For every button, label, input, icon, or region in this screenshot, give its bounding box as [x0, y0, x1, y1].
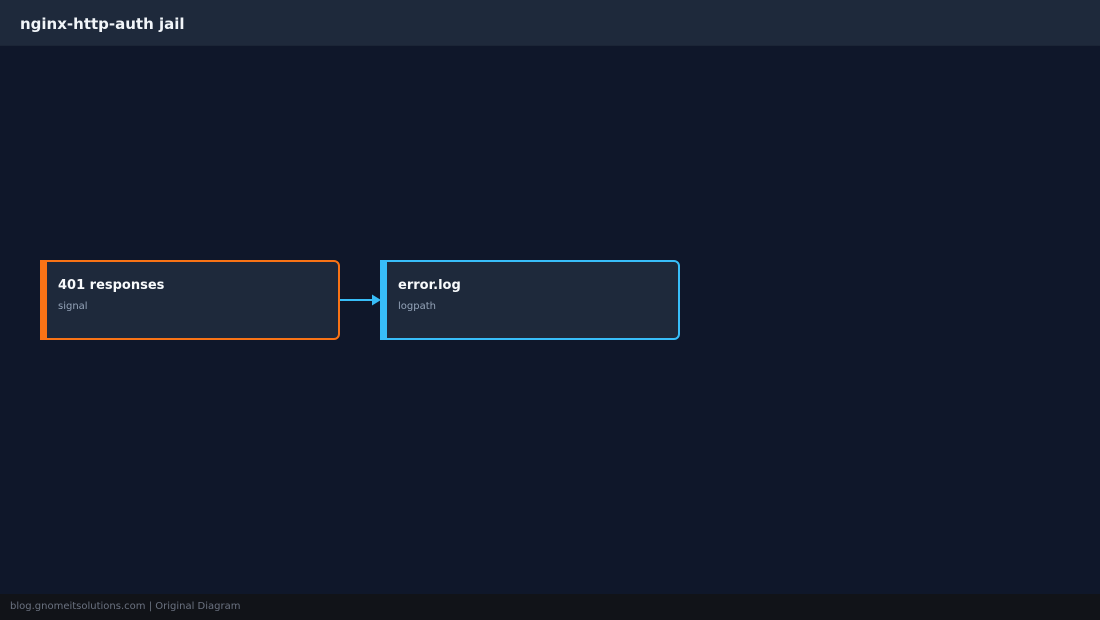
diagram-canvas: 401 responses signal error.log logpath — [0, 46, 1100, 594]
page-title: nginx-http-auth jail — [20, 15, 185, 33]
header-bar: nginx-http-auth jail — [0, 0, 1100, 46]
node-signal[interactable]: 401 responses signal — [40, 260, 340, 340]
node-title: 401 responses — [58, 278, 165, 293]
node-subtitle: signal — [58, 301, 88, 312]
edge-signal-to-logpath — [340, 294, 381, 306]
footer-bar: blog.gnomeitsolutions.com | Original Dia… — [0, 594, 1100, 620]
footer-credit: blog.gnomeitsolutions.com | Original Dia… — [10, 601, 241, 612]
arrowhead-icon — [372, 294, 381, 306]
node-title: error.log — [398, 278, 461, 293]
node-subtitle: logpath — [398, 301, 436, 312]
node-logpath[interactable]: error.log logpath — [380, 260, 680, 340]
